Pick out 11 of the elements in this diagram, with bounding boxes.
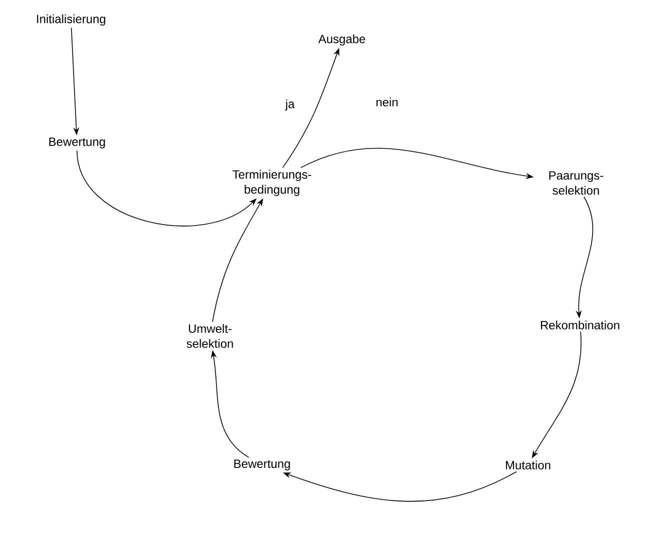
node-text: Bewertung bbox=[234, 460, 290, 470]
node-text: Umwelt- selektion bbox=[186, 324, 233, 348]
node-text: Initialisierung bbox=[37, 14, 106, 26]
node-text: Rekombination bbox=[540, 320, 620, 330]
edge-label: ja bbox=[285, 99, 295, 111]
edge-label: nein bbox=[376, 98, 398, 106]
node-text: Terminierungs- bedingung bbox=[232, 170, 312, 196]
node-text: Bewertung bbox=[49, 138, 105, 148]
node-text: Paarungs- selektion bbox=[549, 171, 604, 195]
node-text: Mutation bbox=[506, 460, 550, 470]
node-text: Ausgabe bbox=[318, 34, 366, 46]
